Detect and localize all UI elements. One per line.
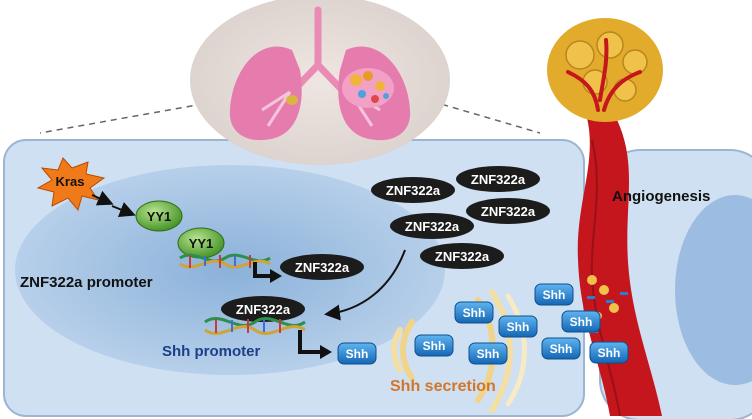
kras-label: Kras [56,174,85,189]
znf322a-label-5: ZNF322a [405,219,460,234]
shh-label-9: Shh [598,346,621,360]
znf322a-label-2: ZNF322a [386,183,441,198]
znf322a-label-4: ZNF322a [481,204,536,219]
yy1-label-2: YY1 [189,236,214,251]
shh-secretion-label: Shh secretion [390,378,496,395]
shh-promoter-label: Shh promoter [162,343,260,360]
yy1-protein-2: YY1 [177,227,225,259]
transcription-arrowhead-1 [270,269,282,283]
transcription-arrow-1 [253,262,272,278]
znf322a-protein-7: ZNF322a [221,296,305,322]
projection-line-left [39,99,226,134]
znf322a-promoter-label: ZNF322a promoter [20,274,153,291]
transcription-arrow-2 [298,330,322,354]
shh-label-7: Shh [570,315,593,329]
arrow-kras-1 [91,190,114,206]
transcription-arrowhead-2 [320,345,332,359]
znf322a-protein-1: ZNF322a [280,254,364,280]
znf322a-protein-3: ZNF322a [456,166,540,192]
lung-icon [190,0,450,165]
angiogenesis-label: Angiogenesis [612,188,710,205]
dna-helix-icon [179,253,271,269]
shh-badge-2: Shh [454,301,494,324]
blood-vessel-icon [547,18,663,417]
kras-starburst: Kras [36,157,106,212]
shh-label-8: Shh [550,342,573,356]
shh-label-6: Shh [543,288,566,302]
shh-badge-4: Shh [414,334,454,357]
shh-badge-7: Shh [561,310,601,333]
shh-label-5: Shh [477,347,500,361]
feedback-arrow [324,249,406,321]
znf322a-label-6: ZNF322a [435,249,490,264]
znf322a-label-7: ZNF322a [236,302,291,317]
znf322a-protein-2: ZNF322a [371,177,455,203]
yy1-label-1: YY1 [147,209,172,224]
shh-label-4: Shh [423,339,446,353]
neighbor-nucleus [675,195,752,385]
shh-badge-9: Shh [589,341,629,364]
tumor-icon [342,68,394,108]
znf322a-protein-5: ZNF322a [390,213,474,239]
znf322a-label-3: ZNF322a [471,172,526,187]
shh-badge-6: Shh [534,283,574,306]
shh-label-2: Shh [463,306,486,320]
shh-badge-5: Shh [468,342,508,365]
dna-helix-icon [204,317,306,335]
nucleus [15,165,445,375]
arrow-kras-2 [111,202,136,217]
shh-badge-3: Shh [498,315,538,338]
znf322a-protein-6: ZNF322a [420,243,504,269]
shh-label-3: Shh [507,320,530,334]
shh-label-1: Shh [346,347,369,361]
yy1-protein-1: YY1 [135,200,183,232]
shh-badge-1: Shh [337,342,377,365]
shh-badge-8: Shh [541,337,581,360]
znf322a-protein-4: ZNF322a [466,198,550,224]
znf322a-label-1: ZNF322a [295,260,350,275]
